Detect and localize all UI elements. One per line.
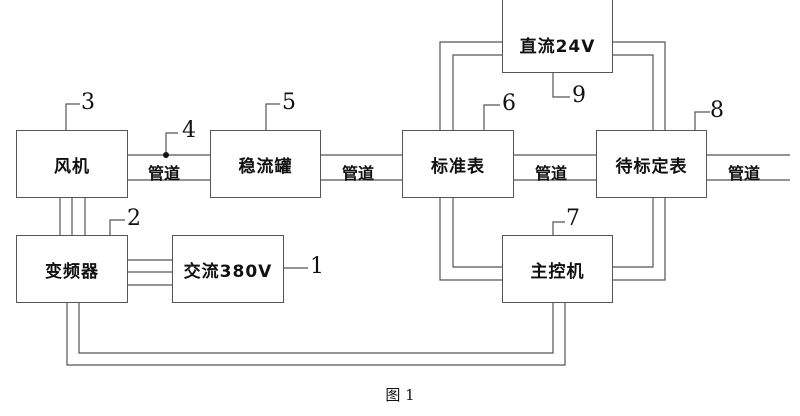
ref-9: 9 (572, 83, 586, 108)
leader-4 (165, 132, 178, 155)
block-dc-24v-label: 直流24V (519, 36, 596, 57)
ref-3: 3 (81, 90, 95, 115)
leader-7 (552, 221, 565, 235)
leader-2 (109, 219, 125, 235)
ref-4: 4 (182, 118, 196, 143)
ref-1: 1 (310, 254, 324, 279)
block-standard-meter-label: 标准表 (431, 156, 485, 177)
leader-8 (694, 111, 710, 130)
ref-5: 5 (282, 90, 296, 115)
leader-5 (265, 103, 280, 130)
pipe-label-4: 管道 (728, 164, 761, 183)
pipe-label-1: 管道 (148, 164, 181, 183)
block-stabilizer: 稳流罐 (210, 130, 321, 198)
block-main-controller-label: 主控机 (530, 261, 585, 282)
block-meter-under-test-label: 待标定表 (615, 156, 688, 177)
pipe-label-2: 管道 (342, 164, 375, 183)
leader-6 (483, 104, 500, 130)
ref-6: 6 (502, 91, 516, 116)
ref-2: 2 (127, 206, 141, 231)
pipe-label-3: 管道 (535, 164, 568, 183)
pipe-measure-point (163, 152, 169, 158)
block-dc-24v: 直流24V (502, 0, 613, 73)
block-inverter-label: 变频器 (45, 261, 99, 282)
ref-7: 7 (566, 206, 580, 231)
block-main-controller: 主控机 (502, 235, 613, 303)
block-fan: 风机 (16, 130, 128, 198)
block-fan-label: 风机 (54, 156, 90, 177)
leader-9 (552, 73, 570, 98)
block-standard-meter: 标准表 (402, 130, 514, 198)
leader-3 (65, 103, 80, 130)
block-inverter: 变频器 (16, 235, 128, 303)
block-meter-under-test: 待标定表 (596, 130, 707, 198)
block-stabilizer-label: 稳流罐 (238, 156, 293, 177)
ref-8: 8 (710, 98, 724, 123)
block-ac-380v: 交流380V (172, 235, 284, 303)
block-ac-380v-label: 交流380V (183, 261, 273, 282)
figure-caption: 图 1 (385, 386, 415, 404)
